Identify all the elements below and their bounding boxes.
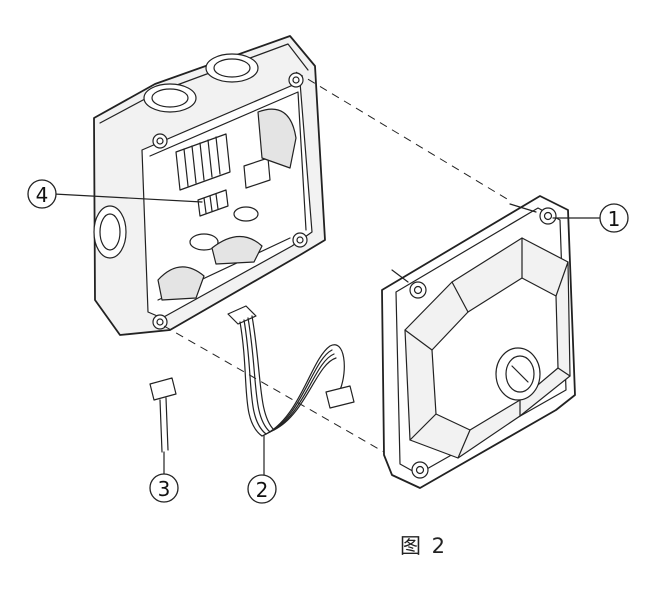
- alignment-lines: [163, 71, 513, 453]
- callout-2: 2: [247, 474, 277, 504]
- callout-3-label: 3: [158, 477, 171, 501]
- callout-4-label: 4: [36, 183, 49, 207]
- plug-connector: [149, 377, 177, 453]
- callout-1: 1: [599, 203, 629, 233]
- callout-1-label: 1: [608, 207, 621, 231]
- callout-4: 4: [27, 179, 57, 209]
- leader-lines: [53, 193, 601, 477]
- callout-2-label: 2: [256, 478, 269, 502]
- figure-caption: 图 2: [400, 534, 448, 558]
- enclosure-housing: [93, 35, 326, 336]
- enclosure-cover: [381, 195, 576, 489]
- callout-3: 3: [149, 473, 179, 503]
- ribbon-cable: [227, 305, 355, 437]
